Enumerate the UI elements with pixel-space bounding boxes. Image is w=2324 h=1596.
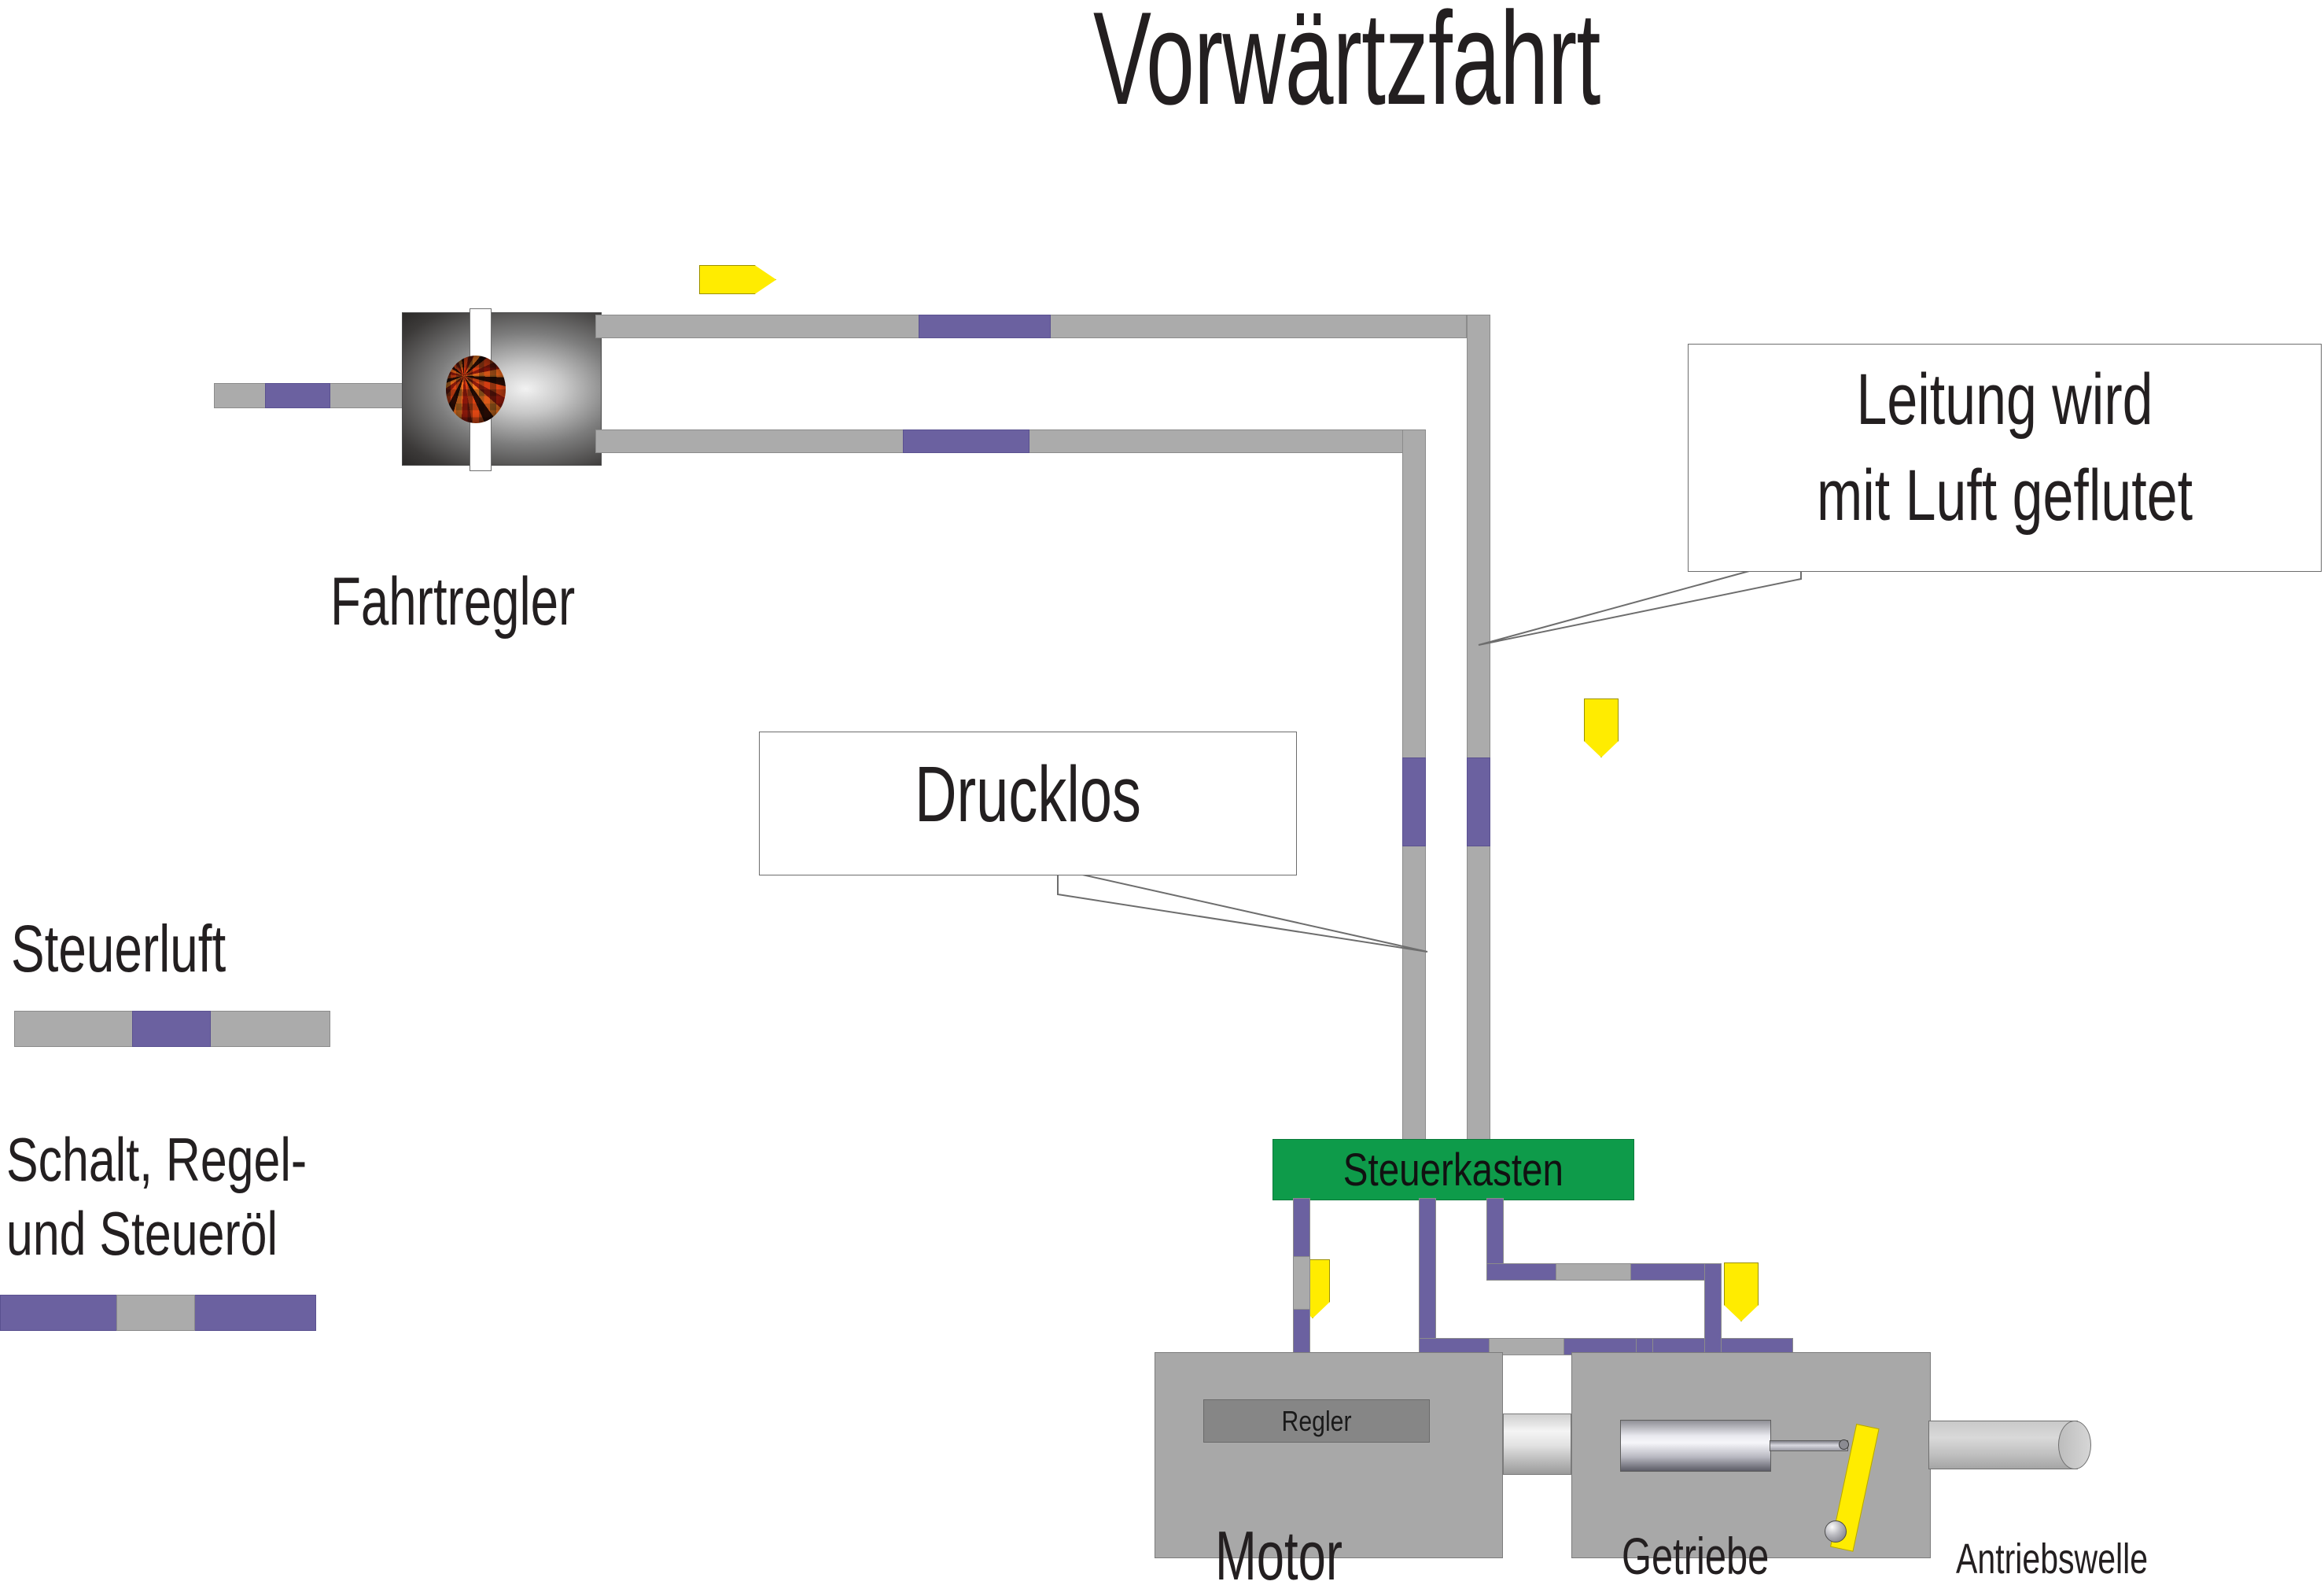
page-title: Vorwärtzfahrt bbox=[1093, 0, 1600, 132]
legend-control-oil-label-line2: und Steueröl bbox=[6, 1199, 278, 1268]
pressureless-callout-text: Drucklos bbox=[915, 750, 1141, 839]
oil-line-getriebe-b-air-segment bbox=[1556, 1263, 1631, 1281]
pressureless-callout: Drucklos bbox=[759, 732, 1297, 875]
fahrtregler-label: Fahrtregler bbox=[330, 564, 576, 640]
flow-arrow-top-right-icon bbox=[699, 265, 776, 294]
getriebe-lever-pivot bbox=[1825, 1520, 1847, 1543]
air-pipe-upper-oil-segment bbox=[919, 315, 1051, 338]
getriebe-cylinder bbox=[1620, 1420, 1771, 1472]
getriebe-piston-rod bbox=[1770, 1440, 1848, 1451]
oil-line-motor-air-segment bbox=[1293, 1256, 1310, 1310]
air-flood-callout-line1: Leitung wird bbox=[1856, 359, 2153, 440]
antriebswelle-shaft-end-cap bbox=[2058, 1421, 2091, 1469]
air-flood-callout: Leitung wird mit Luft geflutet bbox=[1688, 344, 2322, 572]
getriebe-rod-eye-icon bbox=[1839, 1439, 1849, 1450]
legend-control-air-swatch-accent bbox=[132, 1011, 211, 1047]
steuerkasten-label: Steuerkasten bbox=[1342, 1144, 1564, 1196]
oil-line-getriebe-a-vertical-1 bbox=[1419, 1198, 1436, 1355]
air-pipe-left-vertical-oil-segment bbox=[1402, 757, 1426, 846]
air-pipe-right-vertical bbox=[1467, 315, 1490, 1153]
motor-getriebe-shaft bbox=[1503, 1414, 1571, 1475]
flow-arrow-getriebe-feed-icon bbox=[1724, 1262, 1759, 1321]
regler-box: Regler bbox=[1203, 1399, 1430, 1443]
antriebswelle-label: Antriebswelle bbox=[1956, 1535, 2149, 1583]
flow-arrow-vertical-line-icon bbox=[1584, 698, 1619, 757]
legend-control-oil-swatch-accent bbox=[116, 1295, 195, 1331]
legend-control-oil-label-line1: Schalt, Regel- bbox=[6, 1125, 308, 1194]
getriebe-label: Getriebe bbox=[1622, 1527, 1770, 1585]
fahrtregler-input-pipe-oil-segment bbox=[265, 383, 330, 408]
air-pipe-right-vertical-oil-segment bbox=[1467, 757, 1490, 846]
motor-label: Motor bbox=[1215, 1517, 1342, 1594]
air-pipe-lower-oil-segment bbox=[903, 429, 1029, 453]
oil-line-getriebe-a-air-segment bbox=[1489, 1338, 1564, 1355]
air-flood-callout-line2: mit Luft geflutet bbox=[1816, 455, 2193, 536]
regler-label: Regler bbox=[1281, 1404, 1352, 1437]
legend-control-air-label: Steuerluft bbox=[11, 912, 227, 986]
fahrtregler-indicator-disc bbox=[446, 356, 506, 423]
antriebswelle-shaft bbox=[1928, 1421, 2078, 1469]
motor-body bbox=[1155, 1352, 1503, 1558]
steuerkasten-box: Steuerkasten bbox=[1272, 1139, 1634, 1200]
